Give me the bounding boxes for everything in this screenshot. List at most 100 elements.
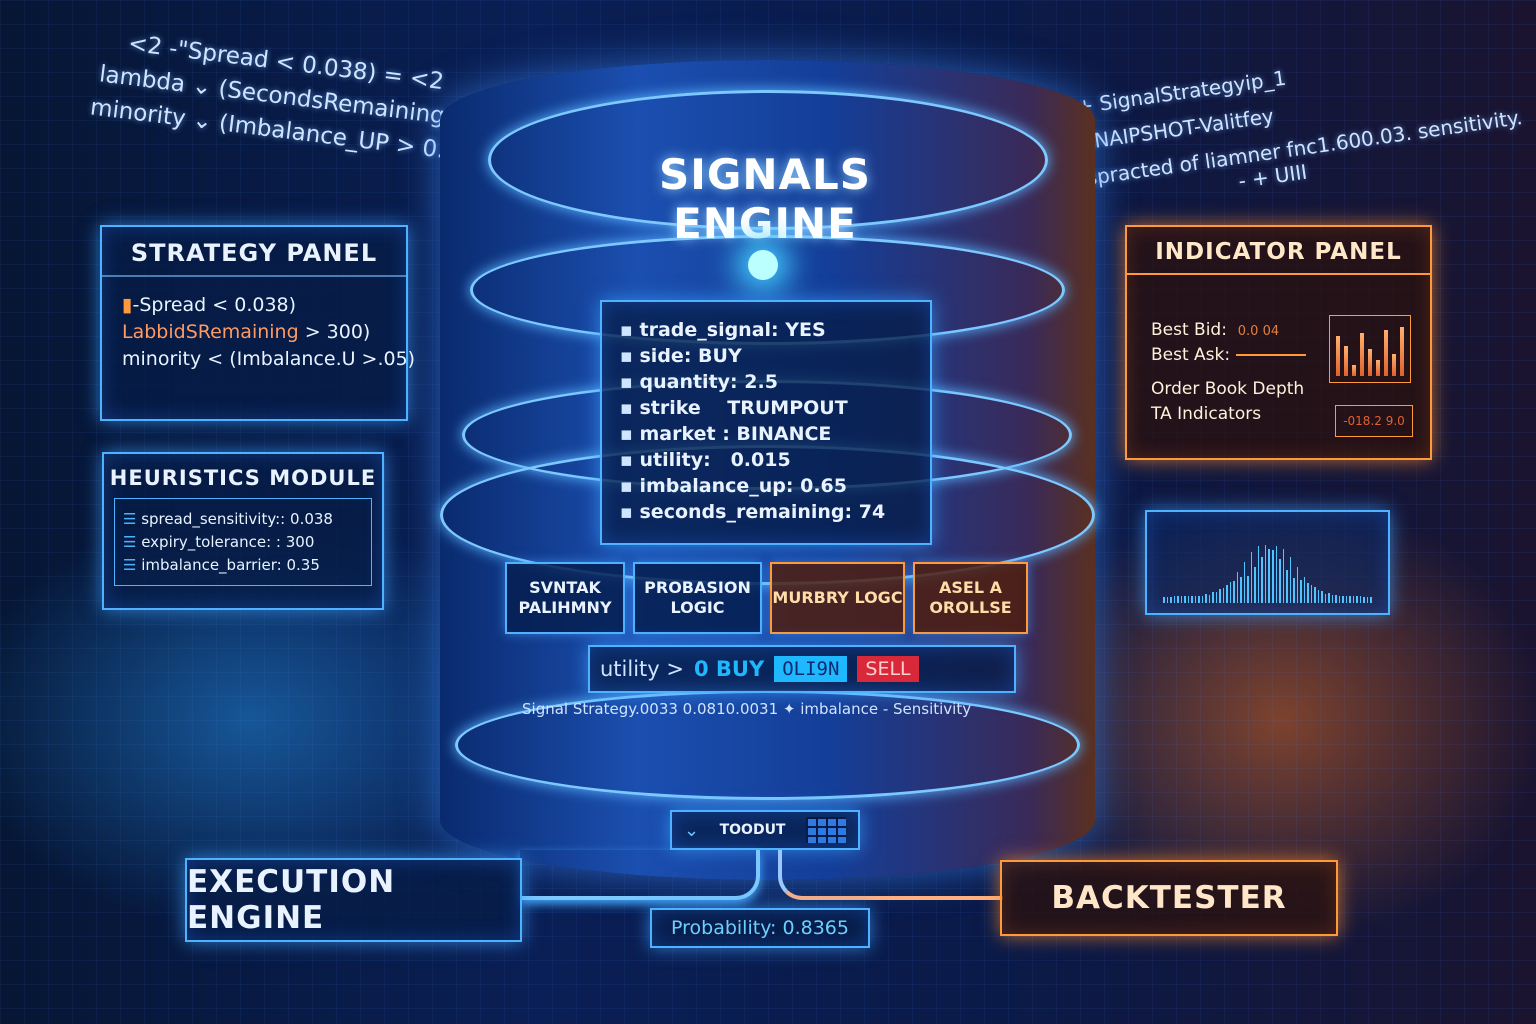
- depth-bar-chart: [1329, 315, 1411, 383]
- chevron-down-icon[interactable]: ⌄: [684, 819, 700, 841]
- utility-rule-bar: utility > 0 BUY OLI9N SELL: [588, 645, 1016, 693]
- connector-left: [520, 850, 760, 900]
- signal-output-panel: trade_signal: YES side: BUY quantity: 2.…: [600, 300, 932, 545]
- module-probability-logic[interactable]: PROBASION LOGIC: [633, 562, 762, 634]
- signal-field: trade_signal: YES: [620, 319, 912, 341]
- wave-bar: [1324, 593, 1327, 603]
- wave-bar: [1219, 589, 1221, 603]
- wave-bar: [1215, 592, 1218, 603]
- depth-bar: [1352, 365, 1356, 376]
- wave-bar: [1366, 596, 1369, 603]
- depth-bar: [1400, 327, 1404, 376]
- wave-bar: [1356, 596, 1358, 603]
- wave-bar: [1240, 577, 1242, 603]
- wave-bar: [1300, 579, 1302, 603]
- wave-bar: [1321, 590, 1323, 603]
- heuristic-item: ☰ expiry_tolerance: : 300: [123, 533, 315, 551]
- wave-bar: [1338, 595, 1341, 603]
- output-label: TOODUT: [719, 822, 786, 838]
- grid-icon: [806, 817, 846, 843]
- module-syntax[interactable]: SVNTAK PALIHMNY: [505, 562, 625, 634]
- neutral-badge[interactable]: OLI9N: [774, 656, 848, 682]
- wave-bar: [1342, 595, 1344, 603]
- wave-bar: [1229, 581, 1232, 603]
- wave-bar: [1328, 593, 1330, 603]
- wave-bar: [1170, 596, 1172, 603]
- depth-bar: [1384, 330, 1388, 376]
- cylinder-ring: [488, 90, 1048, 230]
- wave-bar: [1198, 595, 1200, 603]
- strategy-panel: STRATEGY PANEL ▮-Spread < 0.038) LabbidS…: [100, 225, 416, 421]
- wave-bar: [1208, 594, 1211, 603]
- module-murbry-logic[interactable]: MURBRY LOGC: [770, 562, 905, 634]
- output-bar: ⌄ TOODUT: [670, 810, 860, 850]
- wave-bar: [1163, 596, 1165, 603]
- signal-field: market : BINANCE: [620, 423, 912, 445]
- wave-bar: [1194, 596, 1197, 603]
- wave-bar: [1363, 596, 1365, 603]
- strategy-rule: minority < (Imbalance.U >.05): [122, 348, 416, 370]
- wave-bar: [1286, 570, 1288, 603]
- wave-bar: [1271, 550, 1274, 603]
- sell-badge[interactable]: SELL: [857, 656, 919, 682]
- wave-bar: [1275, 546, 1278, 603]
- wave-bar: [1349, 596, 1351, 603]
- heuristic-item: ☰ imbalance_barrier: 0.35: [123, 556, 320, 574]
- wave-bar: [1254, 567, 1256, 603]
- wave-bar: [1289, 557, 1292, 603]
- wave-bar: [1268, 549, 1270, 603]
- list-icon: ☰: [123, 533, 142, 551]
- wave-bar: [1191, 596, 1193, 603]
- wave-bar: [1293, 577, 1295, 603]
- utility-rule-text: utility >: [600, 657, 684, 681]
- depth-bar: [1392, 354, 1396, 376]
- heuristics-module: HEURISTICS MODULE ☰ spread_sensitivity::…: [102, 452, 384, 610]
- depth-bar: [1376, 359, 1380, 376]
- wave-bar: [1180, 596, 1183, 603]
- execution-engine-box[interactable]: EXECUTION ENGINE: [185, 858, 522, 942]
- best-ask: Best Ask:: [1151, 345, 1306, 365]
- depth-bar: [1344, 346, 1348, 376]
- order-book-depth-label: Order Book Depth: [1151, 379, 1305, 399]
- wave-bar: [1187, 596, 1190, 603]
- wave-bar: [1166, 596, 1169, 603]
- wave-bar: [1201, 595, 1204, 603]
- list-icon: ☰: [123, 510, 142, 528]
- waveform-panel: [1145, 510, 1390, 615]
- wave-bar: [1359, 596, 1362, 603]
- module-asel[interactable]: ASEL A OROLLSE: [913, 562, 1028, 634]
- wave-bar: [1331, 595, 1334, 603]
- strategy-rule: ▮-Spread < 0.038): [122, 294, 297, 316]
- strategy-rule: LabbidSRemaining > 300): [122, 321, 371, 343]
- engine-title: SIGNALS ENGINE: [658, 150, 872, 248]
- signal-field: utility: 0.015: [620, 449, 912, 471]
- wave-bar: [1282, 549, 1285, 603]
- wave-bar: [1307, 583, 1309, 603]
- depth-bar: [1368, 349, 1372, 376]
- heuristics-title: HEURISTICS MODULE: [109, 466, 377, 490]
- ta-indicators-label: TA Indicators: [1151, 404, 1262, 424]
- wave-bar: [1177, 596, 1179, 603]
- wave-bar: [1212, 592, 1214, 603]
- wave-bar: [1236, 572, 1239, 603]
- wave-bar: [1279, 559, 1281, 603]
- wave-bar: [1205, 594, 1207, 603]
- list-icon: ☰: [123, 556, 142, 574]
- signal-field: seconds_remaining: 74: [620, 501, 912, 523]
- strategy-panel-title: STRATEGY PANEL: [102, 227, 406, 277]
- wave-bar: [1352, 596, 1355, 603]
- wave-bar: [1226, 584, 1228, 603]
- wave-bar: [1303, 576, 1306, 603]
- heuristic-item: ☰ spread_sensitivity:: 0.038: [123, 510, 333, 528]
- wave-bar: [1222, 588, 1225, 603]
- signal-field: imbalance_up: 0.65: [620, 475, 912, 497]
- wave-bar: [1335, 595, 1337, 603]
- wave-bar: [1173, 596, 1176, 603]
- wave-bar: [1317, 590, 1320, 603]
- wave-bar: [1184, 596, 1186, 603]
- backtester-box[interactable]: BACKTESTER: [1000, 860, 1338, 936]
- signal-field: quantity: 2.5: [620, 371, 912, 393]
- strategy-footer: Signal Strategy.0033 0.0810.0031 ✦ imbal…: [522, 700, 972, 718]
- buy-label[interactable]: 0 BUY: [693, 657, 765, 681]
- wave-bar: [1345, 596, 1348, 603]
